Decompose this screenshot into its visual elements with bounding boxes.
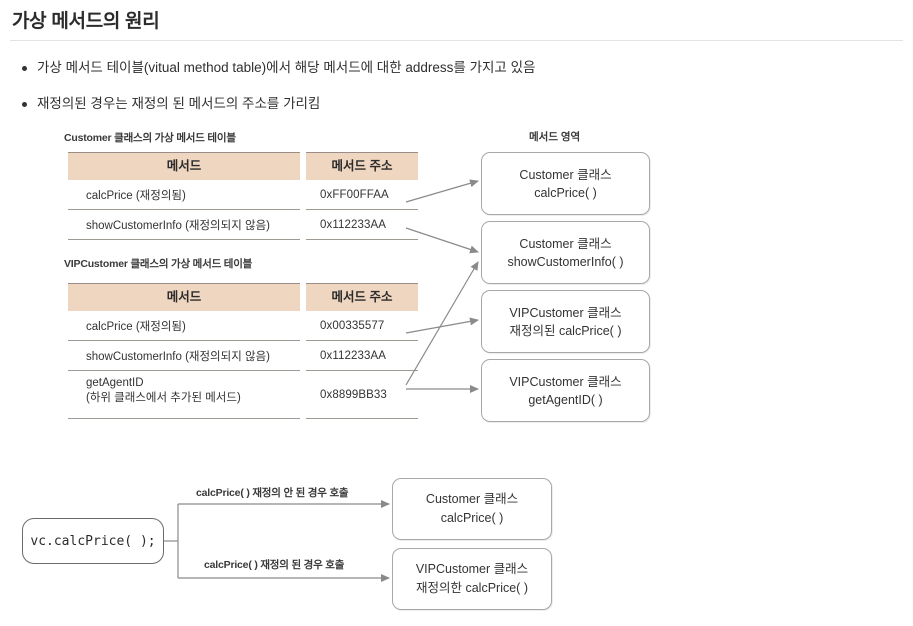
dispatch-box-customer: Customer 클래스 calcPrice( ) [392, 478, 552, 540]
table-row: getAgentID (하위 클래스에서 추가된 메서드) [68, 371, 300, 419]
table-row: calcPrice (재정의됨) [68, 311, 300, 341]
dispatch-box-line1: VIPCustomer 클래스 [415, 562, 529, 576]
bullet-text: 재정의된 경우는 재정의 된 메서드의 주소를 가리킴 [37, 96, 321, 111]
method-box-vip-getagentid: VIPCustomer 클래스 getAgentID( ) [481, 359, 650, 422]
method-box-line2: calcPrice( ) [534, 185, 597, 200]
dispatch-box-vipcustomer: VIPCustomer 클래스 재정의한 calcPrice( ) [392, 548, 552, 610]
vip-vtable-method-column: 메서드 calcPrice (재정의됨) showCustomerInfo (재… [68, 283, 300, 419]
column-header-address: 메서드 주소 [306, 283, 418, 311]
arrow-label-not-overridden: calcPrice( ) 재정의 안 된 경우 호출 [196, 487, 349, 499]
method-box-line1: VIPCustomer 클래스 [509, 374, 622, 389]
arrow-label-overridden: calcPrice( ) 재정의 된 경우 호출 [204, 559, 345, 571]
method-box-line1: Customer 클래스 [519, 167, 612, 182]
code-call-box: vc.calcPrice( ); [22, 518, 164, 564]
column-header-address: 메서드 주소 [306, 152, 418, 180]
table-row: 0x8899BB33 [306, 371, 418, 419]
bullet-item: 가상 메서드 테이블(vitual method table)에서 해당 메서드… [22, 59, 535, 77]
bullet-text: 가상 메서드 테이블(vitual method table)에서 해당 메서드… [37, 60, 536, 75]
method-box-line1: Customer 클래스 [519, 236, 612, 251]
method-box-customer-showcustomerinfo: Customer 클래스 showCustomerInfo( ) [481, 221, 650, 284]
table-row: 0x00335577 [306, 311, 418, 341]
vtable-diagram: Customer 클래스의 가상 메서드 테이블 VIPCustomer 클래스… [64, 131, 650, 422]
method-box-line1: VIPCustomer 클래스 [509, 305, 622, 320]
table-cell-line1: getAgentID [86, 377, 144, 389]
customer-vtable-method-column: 메서드 calcPrice (재정의됨) showCustomerInfo (재… [68, 152, 300, 240]
method-box-vip-calcprice: VIPCustomer 클래스 재정의된 calcPrice( ) [481, 290, 650, 353]
customer-vtable-address-column: 메서드 주소 0xFF00FFAA 0x112233AA [306, 152, 418, 240]
table-cell-line2: (하위 클래스에서 추가된 메서드) [86, 392, 241, 404]
bullet-item: 재정의된 경우는 재정의 된 메서드의 주소를 가리킴 [22, 95, 320, 113]
vip-table-caption: VIPCustomer 클래스의 가상 메서드 테이블 [64, 258, 253, 270]
method-box-line2: 재정의된 calcPrice( ) [509, 323, 622, 338]
code-call-text: vc.calcPrice( ); [30, 533, 156, 549]
table-row: 0xFF00FFAA [306, 180, 418, 210]
method-box-line2: getAgentID( ) [528, 392, 603, 407]
title-divider [10, 40, 903, 41]
column-header-method: 메서드 [68, 283, 300, 311]
dispatch-box-line2: 재정의한 calcPrice( ) [416, 581, 528, 595]
table-row: 0x112233AA [306, 341, 418, 371]
dispatch-box-line1: Customer 클래스 [425, 492, 519, 506]
column-header-method: 메서드 [68, 152, 300, 180]
method-box-customer-calcprice: Customer 클래스 calcPrice( ) [481, 152, 650, 215]
vip-vtable-address-column: 메서드 주소 0x00335577 0x112233AA 0x8899BB33 [306, 283, 418, 419]
page-title-text: 가상 메서드의 원리 [12, 11, 160, 32]
table-row: calcPrice (재정의됨) [68, 180, 300, 210]
bullet-dot-icon [22, 102, 27, 107]
table-row: 0x112233AA [306, 210, 418, 240]
table-row: showCustomerInfo (재정의되지 않음) [68, 341, 300, 371]
customer-table-caption: Customer 클래스의 가상 메서드 테이블 [64, 132, 236, 144]
dispatch-box-line2: calcPrice( ) [440, 511, 504, 525]
method-area-caption: 메서드 영역 [529, 131, 581, 143]
bullet-dot-icon [22, 66, 27, 71]
customer-vtable: 메서드 calcPrice (재정의됨) showCustomerInfo (재… [68, 152, 418, 240]
vipcustomer-vtable: 메서드 calcPrice (재정의됨) showCustomerInfo (재… [68, 283, 418, 419]
dispatch-diagram: vc.calcPrice( ); calcPrice( ) 재정의 안 된 경우… [0, 460, 913, 626]
table-row: showCustomerInfo (재정의되지 않음) [68, 210, 300, 240]
method-box-line2: showCustomerInfo( ) [507, 254, 624, 269]
